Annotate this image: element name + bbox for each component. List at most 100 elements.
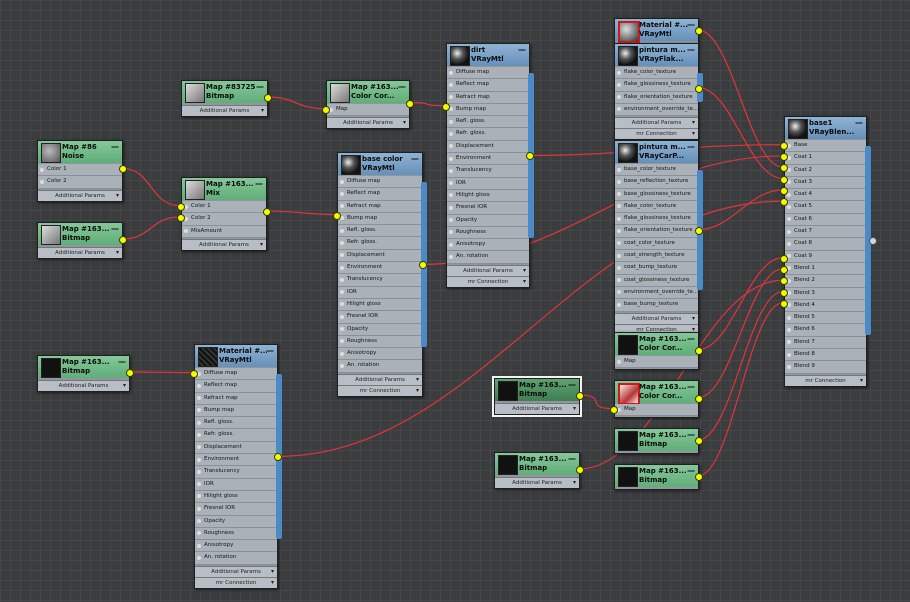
additional-params-rollout[interactable]: Additional Params▾ [615, 117, 698, 129]
slot-socket-icon[interactable] [617, 253, 621, 258]
minimize-icon[interactable]: — [687, 430, 695, 439]
input-slot[interactable]: Translucency [195, 466, 277, 479]
input-slot[interactable]: Refract map [447, 91, 529, 104]
mr-connection-rollout[interactable]: mr Connection▾ [615, 128, 698, 140]
connection-wire[interactable] [697, 268, 784, 399]
input-socket[interactable] [780, 175, 788, 184]
expand-arrow-icon[interactable]: ▾ [270, 578, 274, 586]
minimize-icon[interactable]: — [411, 154, 419, 163]
mr-connection-rollout[interactable]: mr Connection▾ [195, 576, 277, 588]
connection-wire[interactable] [697, 257, 784, 351]
node-cc2[interactable]: Map #163...Color Cor...—Map [614, 332, 699, 371]
minimize-icon[interactable]: — [687, 20, 695, 29]
slot-socket-icon[interactable] [787, 352, 791, 357]
slot-socket-icon[interactable] [197, 396, 201, 401]
input-slot[interactable]: Displacement [447, 140, 529, 154]
mr-connection-rollout[interactable]: mr Connection▾ [338, 384, 422, 396]
input-slot[interactable]: Refract map [195, 392, 277, 405]
slot-socket-icon[interactable] [197, 469, 201, 474]
input-slot[interactable]: IOR [195, 478, 277, 491]
input-slot[interactable]: Refl. gloss. [338, 225, 422, 238]
input-slot[interactable]: Coat 5 [785, 201, 866, 214]
output-socket[interactable] [695, 437, 703, 445]
node-material1[interactable]: Material #...VRayMtl— [614, 18, 699, 44]
minimize-icon[interactable]: — [256, 82, 264, 91]
connection-wire[interactable] [697, 189, 784, 231]
input-slot[interactable]: Blend 5 [785, 312, 866, 325]
input-slot[interactable]: Anisotropy [447, 239, 529, 252]
output-socket[interactable] [119, 236, 127, 244]
node-bitmap163a[interactable]: Map #163...Bitmap—Additional Params▾ [37, 222, 123, 259]
slot-socket-icon[interactable] [40, 179, 44, 184]
slot-socket-icon[interactable] [340, 339, 344, 344]
slot-socket-icon[interactable] [197, 482, 201, 487]
input-slot[interactable]: Refr. gloss. [195, 429, 277, 442]
expand-arrow-icon[interactable]: ▾ [522, 266, 526, 274]
slot-socket-icon[interactable] [617, 107, 621, 112]
input-slot[interactable]: Reflect map [338, 188, 422, 201]
input-slot[interactable]: flake_glossiness_texture [615, 213, 698, 226]
slot-socket-icon[interactable] [617, 407, 621, 412]
slot-socket-icon[interactable] [449, 254, 453, 259]
slot-socket-icon[interactable] [197, 420, 201, 425]
additional-params-rollout[interactable]: Additional Params▾ [38, 380, 129, 391]
slot-socket-icon[interactable] [449, 218, 453, 223]
input-slot[interactable]: Diffuse map [447, 67, 529, 80]
input-slot[interactable]: Coat 3 [785, 176, 866, 190]
output-socket[interactable] [119, 165, 127, 174]
expand-arrow-icon[interactable]: ▾ [691, 325, 695, 333]
node-header[interactable]: Map #163...Color Cor...— [615, 333, 698, 355]
connection-wire[interactable] [408, 102, 446, 107]
input-slot[interactable]: base_bump_texture [615, 299, 698, 312]
node-header[interactable]: Map #163...Bitmap— [495, 453, 579, 475]
input-socket[interactable] [780, 198, 788, 207]
input-slot[interactable]: Environment [447, 153, 529, 166]
mr-connection-rollout[interactable]: mr Connection▾ [615, 323, 698, 335]
input-socket[interactable] [177, 202, 185, 211]
input-socket[interactable] [442, 102, 450, 111]
input-socket[interactable] [780, 265, 788, 274]
input-slot[interactable]: Color 1 [38, 164, 122, 177]
slot-socket-icon[interactable] [197, 543, 201, 548]
input-slot[interactable]: Blend 7 [785, 336, 866, 350]
input-slot[interactable]: Color 1 [182, 201, 266, 214]
slot-socket-icon[interactable] [340, 191, 344, 196]
input-slot[interactable]: Color 2 [38, 176, 122, 189]
input-slot[interactable]: flake_orientation_texture [615, 91, 698, 104]
slot-socket-icon[interactable] [787, 229, 791, 234]
slot-socket-icon[interactable] [617, 95, 621, 100]
input-slot[interactable]: Roughness [447, 226, 529, 240]
additional-params-rollout[interactable]: Additional Params▾ [338, 373, 422, 385]
input-socket[interactable] [780, 186, 788, 195]
minimize-icon[interactable]: — [518, 45, 526, 54]
input-slot[interactable]: Displacement [195, 441, 277, 455]
expand-arrow-icon[interactable]: ▾ [522, 277, 526, 285]
input-slot[interactable]: Map [615, 356, 698, 369]
input-slot[interactable]: Blend 4 [785, 299, 866, 313]
node-header[interactable]: Map #163...Color Cor...— [615, 381, 698, 405]
input-slot[interactable]: Fresnel IOR [195, 503, 277, 516]
slot-socket-icon[interactable] [787, 204, 791, 209]
slot-socket-icon[interactable] [617, 265, 621, 270]
slot-socket-icon[interactable] [340, 290, 344, 295]
minimize-icon[interactable]: — [687, 45, 695, 54]
connection-wire[interactable] [121, 167, 181, 207]
output-socket[interactable] [695, 27, 703, 35]
input-socket[interactable] [333, 211, 341, 220]
slot-socket-icon[interactable] [329, 107, 333, 112]
output-socket[interactable] [274, 453, 282, 462]
slot-socket-icon[interactable] [617, 192, 621, 197]
slot-socket-icon[interactable] [449, 131, 453, 136]
expand-arrow-icon[interactable]: ▾ [691, 314, 695, 322]
slot-socket-icon[interactable] [617, 241, 621, 246]
node-bitmap163e[interactable]: Map #163...Bitmap— [614, 428, 699, 454]
additional-params-rollout[interactable]: Additional Params▾ [195, 565, 277, 577]
input-slot[interactable]: Blend 9 [785, 361, 866, 374]
slot-socket-icon[interactable] [340, 327, 344, 332]
input-socket[interactable] [177, 213, 185, 222]
node-header[interactable]: Map #163...Bitmap— [615, 465, 698, 487]
